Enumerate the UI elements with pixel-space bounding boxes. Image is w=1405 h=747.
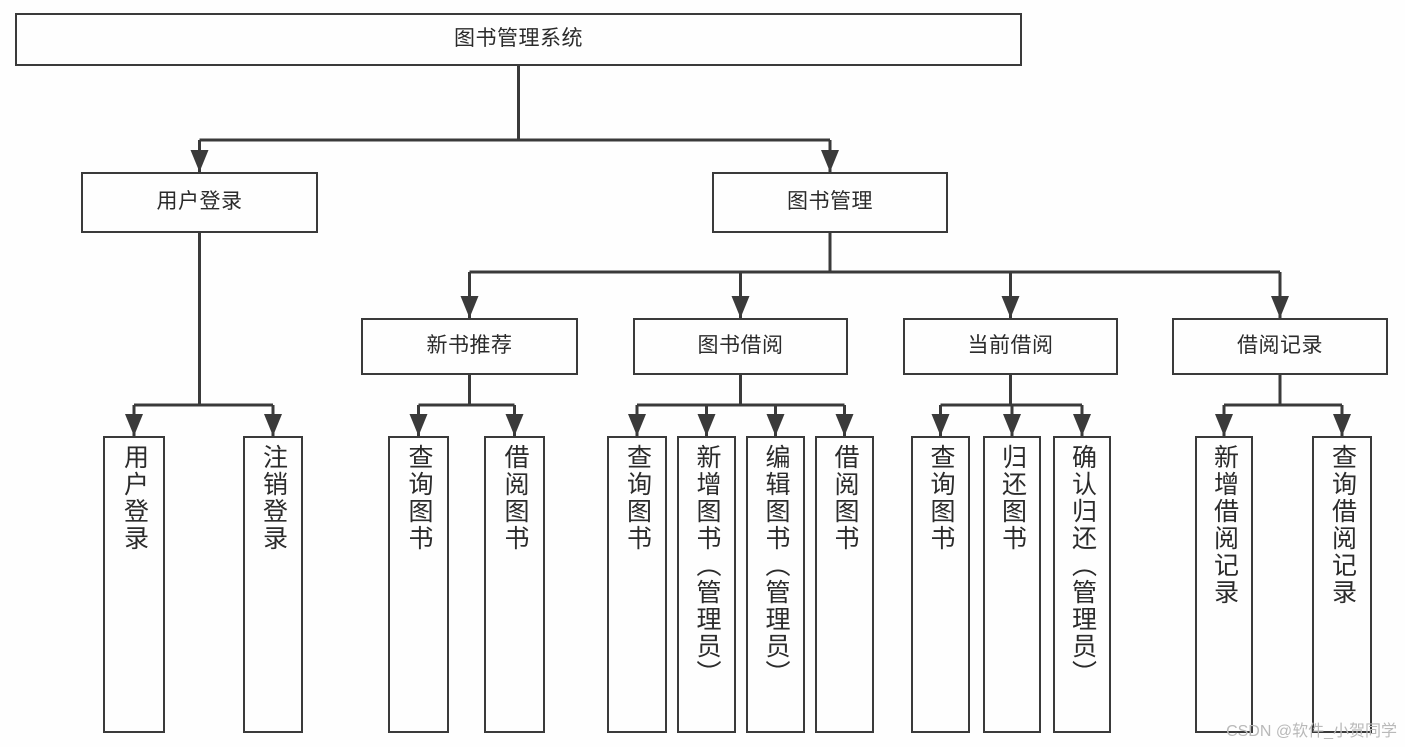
node-label: 借阅图书	[831, 444, 859, 552]
node-label: 当前借阅	[967, 334, 1054, 358]
node-label: 借阅图书	[501, 444, 529, 552]
node-leaf-confirm[interactable]: 确认归还（管理员）	[1053, 436, 1111, 733]
node-label: 查询图书	[927, 444, 955, 552]
node-label: 新增借阅记录	[1210, 444, 1239, 606]
node-label: 用户登录	[120, 444, 149, 552]
arrowhead-icon	[1333, 414, 1351, 436]
arrowhead-icon	[1003, 414, 1021, 436]
arrowhead-icon	[697, 414, 716, 436]
arrowhead-icon	[460, 296, 479, 318]
arrowhead-icon	[1215, 414, 1233, 436]
node-label: 注销登录	[259, 444, 288, 552]
arrowhead-icon	[1001, 296, 1020, 318]
node-leaf-logout[interactable]: 注销登录	[243, 436, 303, 733]
node-leaf-login[interactable]: 用户登录	[103, 436, 165, 733]
node-label: 查询图书	[623, 444, 652, 552]
node-label: 查询借阅记录	[1328, 444, 1357, 606]
arrowhead-icon	[264, 414, 282, 436]
node-user-login[interactable]: 用户登录	[81, 172, 318, 233]
node-borrow-record[interactable]: 借阅记录	[1172, 318, 1388, 375]
node-label: 查询图书	[405, 444, 433, 552]
node-root[interactable]: 图书管理系统	[15, 13, 1022, 66]
node-label: 用户登录	[156, 190, 243, 214]
node-leaf-b2[interactable]: 借阅图书	[815, 436, 874, 733]
node-leaf-q3[interactable]: 查询图书	[911, 436, 970, 733]
arrowhead-icon	[931, 414, 950, 436]
node-leaf-return[interactable]: 归还图书	[983, 436, 1041, 733]
node-current-borrow[interactable]: 当前借阅	[903, 318, 1118, 375]
node-new-book-rec[interactable]: 新书推荐	[361, 318, 578, 375]
node-label: 归还图书	[998, 444, 1027, 552]
arrowhead-icon	[821, 150, 839, 172]
arrowhead-icon	[835, 414, 854, 436]
arrowhead-icon	[505, 414, 524, 436]
node-leaf-b1[interactable]: 借阅图书	[484, 436, 545, 733]
node-label: 借阅记录	[1237, 334, 1323, 358]
node-label: 图书管理系统	[454, 27, 583, 51]
node-label: 确认归还（管理员）	[1068, 444, 1097, 687]
node-leaf-add[interactable]: 新增图书（管理员）	[677, 436, 736, 733]
arrowhead-icon	[628, 414, 646, 436]
node-leaf-q1[interactable]: 查询图书	[388, 436, 449, 733]
arrowhead-icon	[409, 414, 428, 436]
node-leaf-q2[interactable]: 查询图书	[607, 436, 667, 733]
node-label: 新书推荐	[426, 334, 513, 358]
node-label: 编辑图书（管理员）	[762, 444, 790, 687]
arrowhead-icon	[1271, 296, 1289, 318]
arrowhead-icon	[125, 414, 143, 436]
node-label: 图书管理	[787, 190, 873, 214]
node-book-borrow[interactable]: 图书借阅	[633, 318, 848, 375]
node-label: 新增图书（管理员）	[693, 444, 721, 687]
node-book-manage[interactable]: 图书管理	[712, 172, 948, 233]
node-label: 图书借阅	[697, 334, 784, 358]
arrowhead-icon	[766, 414, 785, 436]
arrowhead-icon	[1073, 414, 1091, 436]
arrowhead-icon	[731, 296, 750, 318]
node-leaf-qrec[interactable]: 查询借阅记录	[1312, 436, 1372, 733]
node-leaf-edit[interactable]: 编辑图书（管理员）	[746, 436, 805, 733]
arrowhead-icon	[190, 150, 209, 172]
node-leaf-addrec[interactable]: 新增借阅记录	[1195, 436, 1253, 733]
